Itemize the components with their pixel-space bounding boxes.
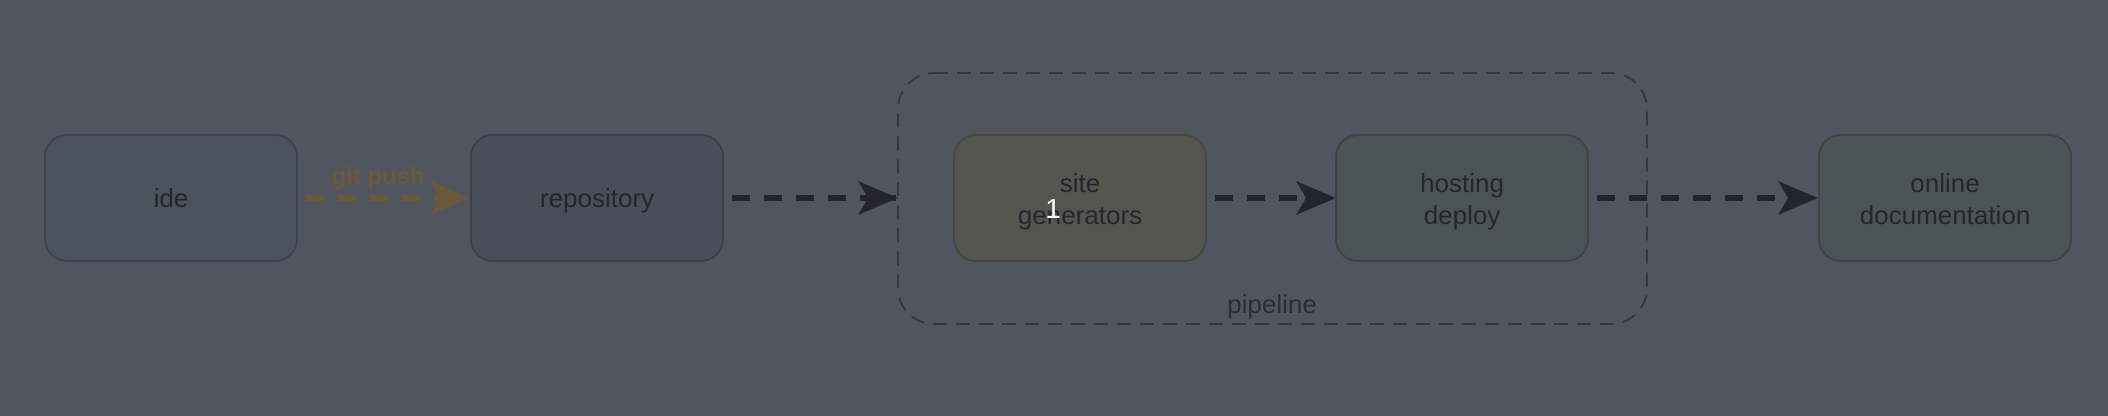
node-site-generators-label-line1: site (1060, 168, 1100, 198)
node-ide-label: ide (154, 183, 189, 213)
node-online-documentation[interactable]: online documentation (1818, 134, 2072, 262)
node-hosting-deploy-label-line1: hosting (1420, 168, 1504, 198)
node-site-generators-label-line2: generators (1018, 200, 1142, 230)
node-repository[interactable]: repository (470, 134, 724, 262)
node-repository-label: repository (540, 183, 654, 213)
step-badge: 1 (1045, 193, 1061, 224)
node-ide[interactable]: ide (44, 134, 298, 262)
pipeline-group-label: pipeline (1227, 289, 1317, 319)
node-hosting-deploy-label-line2: deploy (1424, 200, 1501, 230)
edge-git-push-label: git push (331, 163, 424, 190)
node-online-documentation-label-line1: online (1910, 168, 1979, 198)
node-hosting-deploy[interactable]: hosting deploy (1335, 134, 1589, 262)
node-online-documentation-label-line2: documentation (1860, 200, 2031, 230)
node-site-generators[interactable]: site generators (953, 134, 1207, 262)
